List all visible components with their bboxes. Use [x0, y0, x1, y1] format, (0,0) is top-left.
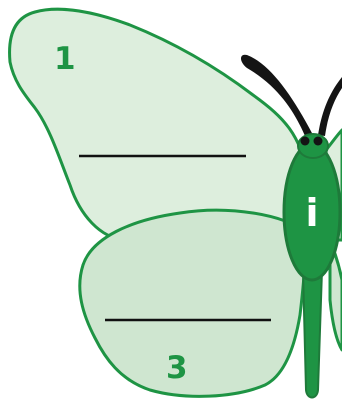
right-eye [314, 137, 323, 146]
lower-wing [80, 210, 306, 396]
body-label: i [305, 191, 318, 235]
butterfly-tail [303, 270, 322, 398]
upper-wing-label: 1 [54, 41, 76, 77]
right-antenna [318, 77, 342, 136]
lower-wing-label: 3 [166, 350, 188, 386]
left-eye [301, 137, 310, 146]
